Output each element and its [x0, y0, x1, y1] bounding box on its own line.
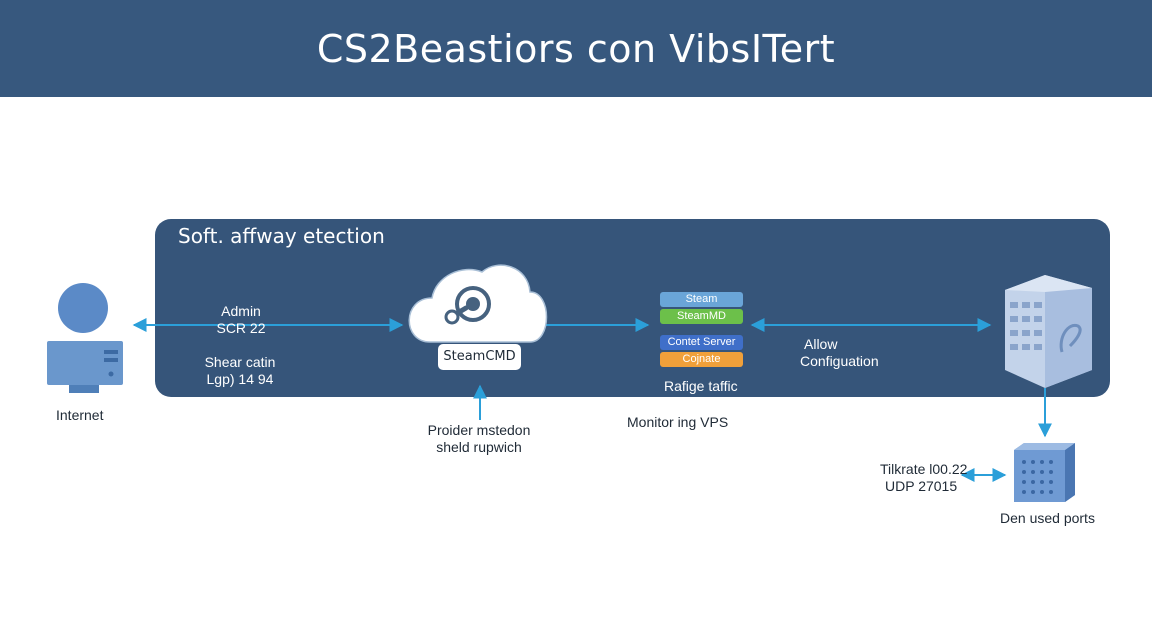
shear-label-line1: Shear catin: [204, 354, 276, 370]
allow-label-line2: Configuation: [800, 353, 879, 369]
panel-title: Soft. affway etection: [178, 224, 385, 248]
stack-item-steammd: SteamMD: [660, 309, 743, 324]
diagram-title: CS2Beastiors con VibsITert: [316, 26, 836, 71]
ports-box-label: Den used ports: [1000, 510, 1095, 526]
shear-label-line2: Lgp) 14 94: [206, 371, 274, 387]
title-banner: CS2Beastiors con VibsITert: [0, 0, 1152, 97]
firewall-panel: [155, 219, 1110, 397]
stack-item-steam: Steam: [660, 292, 743, 307]
ports-info-line2: UDP 27015: [885, 478, 958, 494]
server-box-icon: [1014, 443, 1075, 502]
admin-label-line1: Admin: [221, 303, 261, 319]
shear-label: Shear catin Lgp) 14 94: [195, 354, 285, 388]
ports-info-line1: Tilkrate l00.22: [880, 461, 968, 477]
admin-label: Admin SCR 22: [205, 303, 277, 337]
allow-label: Allow Configuation: [800, 336, 879, 370]
provider-label: Proider mstedon sheld rupwich: [420, 422, 538, 456]
monitor-label: Monitor ing VPS: [627, 414, 729, 430]
allow-label-line1: Allow: [804, 336, 838, 352]
stack-caption: Rafige taffic: [664, 378, 738, 394]
internet-label: Internet: [56, 407, 104, 423]
provider-label-line1: Proider mstedon: [427, 422, 531, 438]
stack-item-contet-server: Contet Server: [660, 335, 743, 350]
provider-label-line2: sheld rupwich: [436, 439, 522, 455]
admin-label-line2: SCR 22: [216, 320, 266, 336]
ports-info-label: Tilkrate l00.22 UDP 27015: [880, 461, 967, 495]
steamcmd-label: SteamCMD: [438, 344, 521, 370]
computer-user-icon: [47, 283, 123, 393]
stack-item-cojnate: Cojnate: [660, 352, 743, 367]
